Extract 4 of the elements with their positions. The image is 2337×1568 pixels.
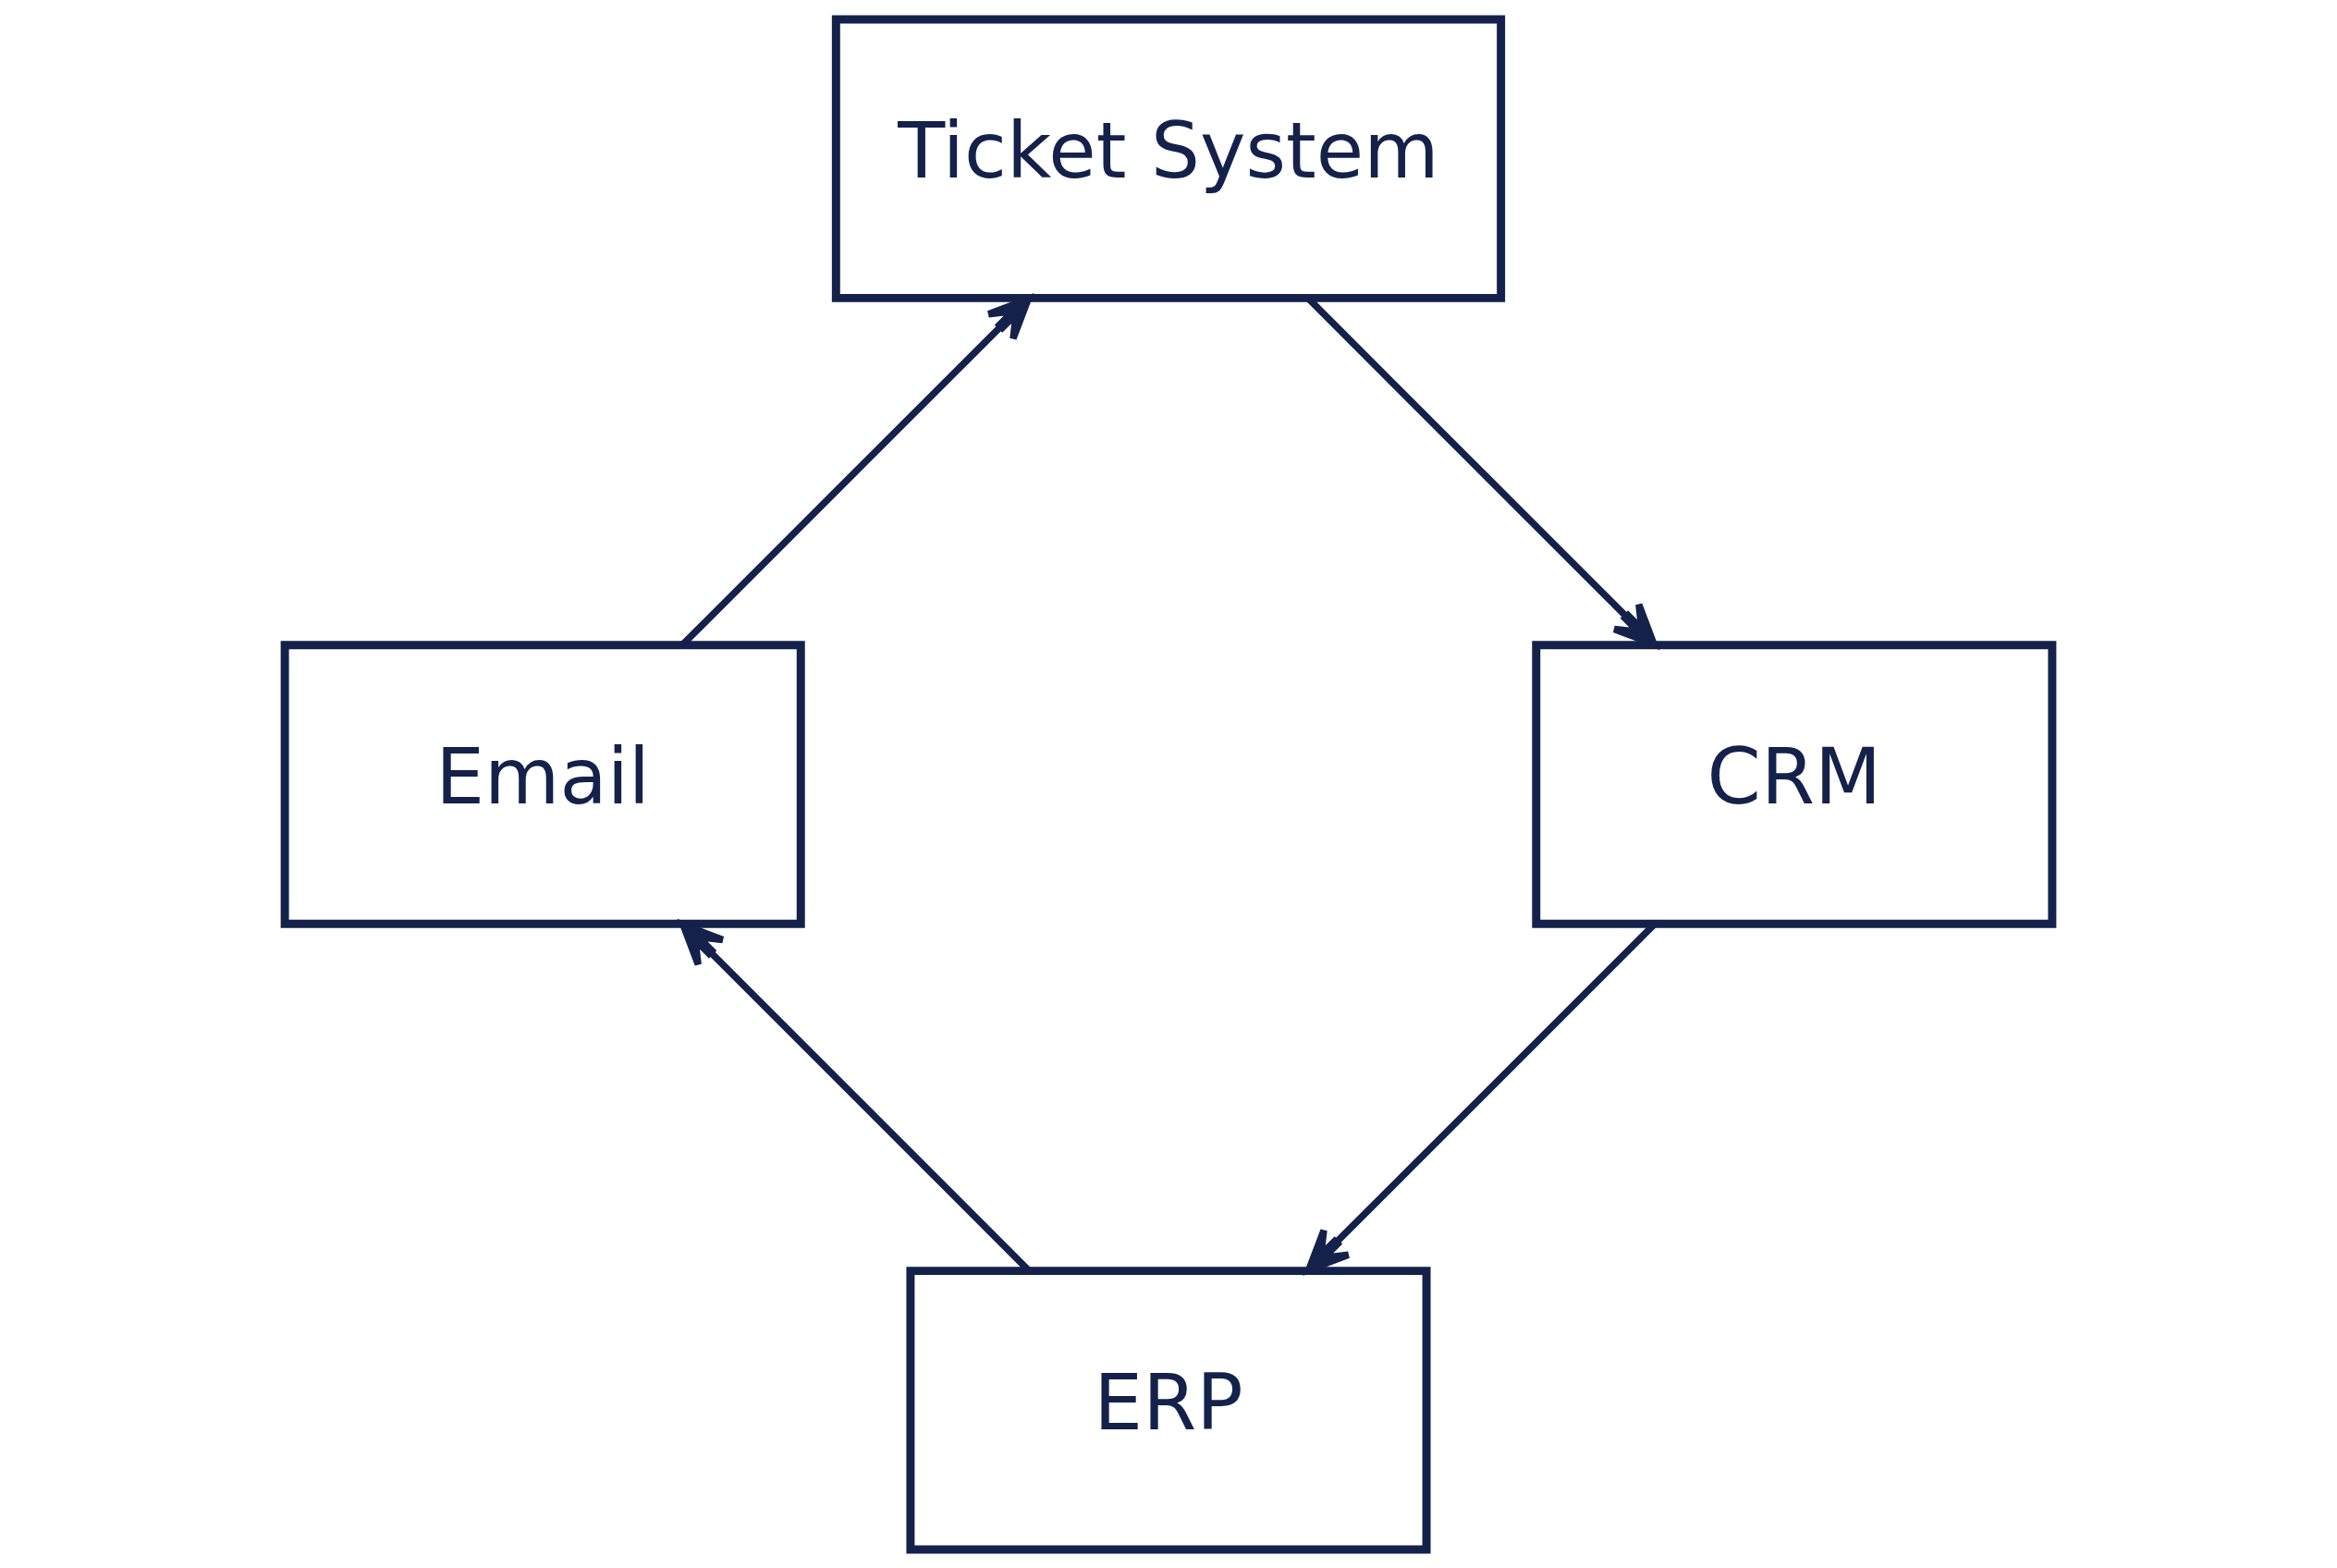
node-box: Ticket System xyxy=(831,14,1506,302)
node-box: CRM xyxy=(1532,640,2057,928)
node-box: Email xyxy=(280,640,805,928)
node-box: ERP xyxy=(906,1266,1431,1554)
